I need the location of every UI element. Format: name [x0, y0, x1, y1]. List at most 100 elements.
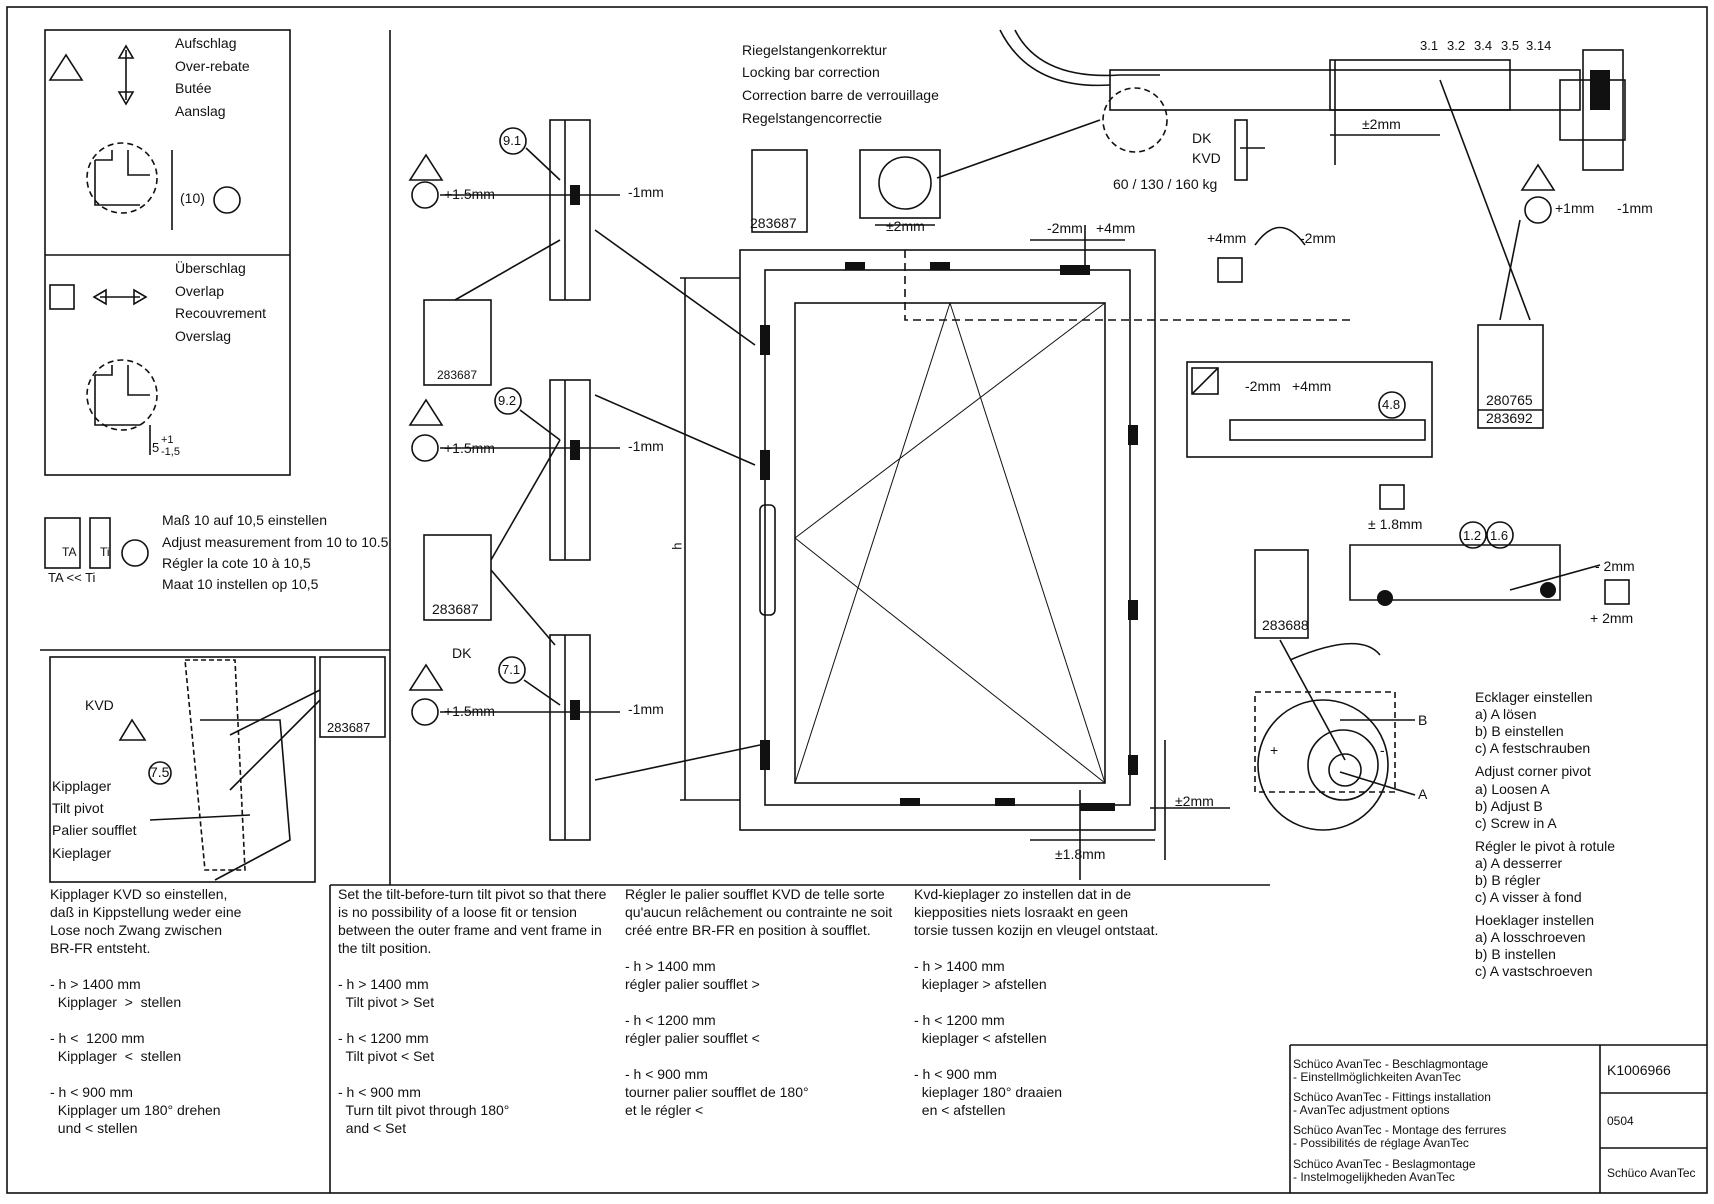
instructions-de: Kipplager KVD so einstellen, daß in Kipp…	[50, 886, 242, 1136]
rebate-dimension: (10)	[180, 190, 205, 206]
top-callout: 3.2	[1447, 38, 1466, 53]
title-row-sub: - AvanTec adjustment options	[1293, 1103, 1450, 1117]
legend-label-overslag: Overslag	[175, 328, 232, 344]
legend-label-aanslag: Aanslag	[175, 103, 226, 119]
corner-title-nl: Hoeklager instellen	[1475, 912, 1595, 928]
instructions-en: Set the tilt-before-turn tilt pivot so t…	[338, 886, 607, 1136]
corner-title-en: Adjust corner pivot	[1475, 763, 1591, 779]
drawing-number: K1006966	[1607, 1062, 1671, 1078]
corner-lateral: ± 1.8mm	[1368, 516, 1423, 532]
corner-step: b) B régler	[1475, 872, 1541, 888]
hinge-callout: 7.1	[502, 662, 521, 677]
hinge-plus: +1.5mm	[444, 186, 495, 202]
window-bottom-adjust: ±1.8mm	[1055, 846, 1106, 862]
corner-title-de: Ecklager einstellen	[1475, 689, 1593, 705]
stay-plus: +4mm	[1207, 230, 1247, 246]
top-adjust: ±2mm	[1362, 116, 1401, 132]
top-kvd: KVD	[1192, 150, 1221, 166]
hinge-plus: +1.5mm	[444, 703, 495, 719]
corner-step: c) A festschrauben	[1475, 740, 1591, 756]
top-weights: 60 / 130 / 160 kg	[1113, 176, 1218, 192]
corner-plus-sign: +	[1270, 742, 1279, 758]
corner-step: a) A lösen	[1475, 706, 1537, 722]
window-right-adjust: ±2mm	[1175, 793, 1214, 809]
stay-detail-plus: +4mm	[1292, 378, 1332, 394]
top-dk: DK	[1192, 130, 1212, 146]
title-row-sub: - Einstellmöglichkeiten AvanTec	[1293, 1070, 1461, 1084]
title-row-title: Schüco AvanTec - Beslagmontage	[1293, 1157, 1476, 1171]
locking-bar-label-de: Riegelstangenkorrektur	[742, 42, 887, 58]
hinge-dk: DK	[452, 645, 472, 661]
top-callout: 3.4	[1474, 38, 1493, 53]
temperature-line-fr: Régler la cote 10 à 10,5	[162, 555, 311, 571]
instructions-nl: Kvd-kieplager zo instellen dat in de kie…	[914, 886, 1159, 1118]
title-row-title: Schüco AvanTec - Montage des ferrures	[1293, 1123, 1507, 1137]
overlap-dimension: 5	[152, 440, 160, 455]
side-minus: -1mm	[1617, 200, 1653, 216]
top-callout: 3.5	[1501, 38, 1520, 53]
hinge-minus: -1mm	[628, 701, 664, 717]
sheet-border	[6, 6, 1708, 1194]
temperature-line-nl: Maat 10 instellen op 10,5	[162, 576, 319, 592]
hinge-tool: 283687	[432, 601, 479, 617]
tilt-pivot-callout: 7.5	[150, 764, 170, 780]
corner-tool: 283688	[1262, 617, 1309, 633]
stay-minus: -2mm	[1300, 230, 1336, 246]
legend-label-aufschlag: Aufschlag	[175, 35, 237, 51]
hinge-minus: -1mm	[628, 184, 664, 200]
corner-step: c) A visser à fond	[1475, 889, 1582, 905]
corner-step: c) A vastschroeven	[1475, 963, 1593, 979]
tilt-pivot-tool-number: 283687	[327, 720, 371, 735]
hinge-tool: 283687	[437, 368, 478, 382]
hinge-callout: 9.2	[498, 393, 517, 408]
title-row-title: Schüco AvanTec - Beschlagmontage	[1293, 1057, 1489, 1071]
corner-step: b) Adjust B	[1475, 798, 1543, 814]
temperature-ta: TA	[62, 545, 77, 559]
corner-step: b) B einstellen	[1475, 723, 1564, 739]
corner-title-fr: Régler le pivot à rotule	[1475, 838, 1616, 854]
overlap-dimension-tolerance-plus: +1	[161, 434, 174, 446]
window-height-label: h	[669, 542, 685, 550]
hinge-minus: -1mm	[628, 438, 664, 454]
instructions-fr: Régler le palier soufflet KVD de telle s…	[625, 886, 893, 1118]
locking-bar-adjust: ±2mm	[886, 218, 925, 234]
top-tool-2: 283692	[1486, 410, 1533, 426]
corner-step: b) B instellen	[1475, 946, 1556, 962]
side-plus: +1mm	[1555, 200, 1595, 216]
corner-minus-sign: -	[1380, 742, 1385, 758]
corner-point-a: A	[1418, 786, 1428, 802]
tilt-pivot-label-nl: Kieplager	[52, 845, 112, 861]
stay-detail-minus: -2mm	[1245, 378, 1281, 394]
top-callout: 3.1	[1420, 38, 1439, 53]
legend-label-recouvrement: Recouvrement	[175, 305, 267, 321]
top-callout: 3.14	[1526, 38, 1552, 53]
corner-point-b: B	[1418, 712, 1428, 728]
legend-label-ueberschlag: Überschlag	[175, 260, 246, 276]
top-minus: -2mm	[1047, 220, 1083, 236]
temperature-line-en: Adjust measurement from 10 to 10.5	[162, 534, 389, 550]
corner-callout: 1.6	[1490, 528, 1509, 543]
hinge-plus: +1.5mm	[444, 440, 495, 456]
locking-bar-label-fr: Correction barre de verrouillage	[742, 87, 939, 103]
top-tool-1: 280765	[1486, 392, 1533, 408]
hinge-callout: 9.1	[503, 133, 522, 148]
top-plus: +4mm	[1096, 220, 1136, 236]
legend-label-overlap: Overlap	[175, 283, 225, 299]
tilt-pivot-kvd: KVD	[85, 697, 114, 713]
legend-label-over-rebate: Over-rebate	[175, 58, 250, 74]
legend-label-butee: Butée	[175, 80, 212, 96]
locking-bar-tool: 283687	[750, 215, 797, 231]
locking-bar-label-en: Locking bar correction	[742, 64, 880, 80]
company-name: Schüco AvanTec	[1607, 1166, 1696, 1180]
corner-plus: + 2mm	[1590, 610, 1634, 626]
title-row-sub: - Possibilités de réglage AvanTec	[1293, 1136, 1469, 1150]
date-code: 0504	[1607, 1114, 1634, 1128]
temperature-ti: Ti	[100, 545, 110, 559]
corner-step: a) Loosen A	[1475, 781, 1550, 797]
corner-step: a) A losschroeven	[1475, 929, 1586, 945]
corner-step: a) A desserrer	[1475, 855, 1563, 871]
title-row-sub: - Instelmogelijkheden AvanTec	[1293, 1170, 1455, 1184]
stay-detail-callout: 4.8	[1382, 397, 1401, 412]
corner-minus: - 2mm	[1595, 558, 1635, 574]
